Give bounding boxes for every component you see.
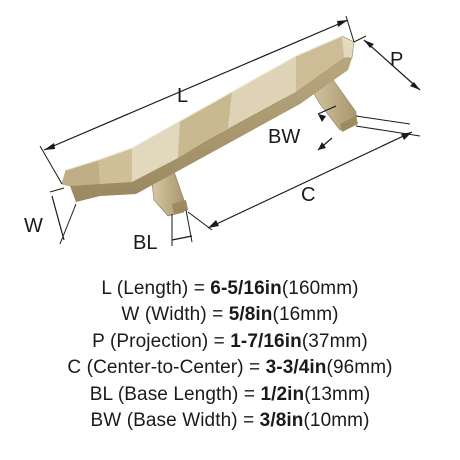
spec-inch: 3-3/4in bbox=[265, 357, 327, 379]
projection-label: P bbox=[390, 49, 403, 71]
spec-mm: (37mm) bbox=[301, 330, 368, 352]
center-arrow-left bbox=[208, 220, 219, 228]
spec-letter: C bbox=[67, 357, 82, 379]
projection-extension-bottom bbox=[355, 115, 411, 125]
spec-name: (Projection) = bbox=[109, 330, 231, 352]
center-extension-right bbox=[355, 125, 421, 137]
base-width-arrow-top bbox=[318, 114, 326, 122]
spec-mm: (16mm) bbox=[272, 304, 339, 326]
base-length-label: BL bbox=[133, 232, 157, 254]
base-width-line-top bbox=[317, 105, 337, 115]
center-extension-left bbox=[187, 211, 213, 231]
base-length-dimension-line bbox=[171, 235, 193, 241]
projection-arrow-top bbox=[364, 40, 374, 48]
length-extension-left bbox=[39, 145, 63, 185]
spec-base-width: BW (Base Width) = 3/8in(10mm) bbox=[0, 408, 460, 434]
center-dimension-line bbox=[207, 131, 413, 229]
spec-mm: (10mm) bbox=[303, 410, 370, 432]
spec-name: (Length) = bbox=[116, 278, 211, 299]
spec-name: (Width) = bbox=[144, 304, 229, 326]
spec-inch: 3/8in bbox=[259, 410, 304, 432]
bar-facet bbox=[296, 36, 344, 92]
spec-letter: P bbox=[92, 330, 105, 352]
length-arrow-left bbox=[44, 143, 55, 150]
spec-inch: 1-7/16in bbox=[230, 330, 302, 352]
center-arrow-right bbox=[401, 132, 412, 140]
base-width-arrow-bottom bbox=[318, 142, 326, 150]
left-post-end bbox=[172, 200, 188, 214]
projection-extension-top bbox=[353, 35, 367, 43]
spec-projection: P (Projection) = 1-7/16in(37mm) bbox=[0, 329, 460, 355]
center-label: C bbox=[301, 184, 315, 206]
length-arrow-right bbox=[337, 20, 348, 27]
spec-name: (Base Length) = bbox=[117, 383, 261, 405]
spec-mm: (96mm) bbox=[326, 357, 393, 379]
spec-name: (Base Width) = bbox=[126, 410, 260, 432]
bar-facet bbox=[228, 56, 296, 128]
width-extension-bottom bbox=[59, 203, 77, 245]
dimension-spec-list: L (Length) = 6-5/16in(160mm) W (Width) =… bbox=[0, 276, 460, 434]
width-extension-top bbox=[49, 187, 65, 193]
spec-center-to-center: C (Center-to-Center) = 3-3/4in(96mm) bbox=[0, 355, 460, 381]
width-label: W bbox=[24, 215, 43, 237]
right-post-end bbox=[340, 116, 358, 132]
bar-ridge bbox=[65, 35, 343, 171]
cabinet-pull-illustration bbox=[61, 35, 358, 217]
spec-letter: L bbox=[101, 278, 112, 299]
spec-inch: 5/8in bbox=[228, 304, 273, 326]
projection-dimension-line bbox=[363, 39, 421, 91]
bar-facet bbox=[62, 160, 100, 186]
bar-facet bbox=[132, 122, 180, 182]
pull-dimension-diagram: L W P BW C BL bbox=[24, 15, 421, 254]
spec-inch: 6-5/16in bbox=[210, 278, 282, 299]
spec-base-length: BL (Base Length) = 1/2in(13mm) bbox=[0, 382, 460, 408]
spec-mm: (160mm) bbox=[281, 278, 359, 299]
spec-letter: W bbox=[121, 304, 140, 326]
bar-facet bbox=[98, 148, 132, 184]
spec-name: (Center-to-Center) = bbox=[86, 357, 266, 379]
length-dimension-line bbox=[43, 19, 349, 151]
dimension-lines bbox=[39, 15, 421, 246]
bar-facet bbox=[178, 92, 232, 158]
spec-length: L (Length) = 6-5/16in(160mm) bbox=[0, 276, 460, 302]
length-label: L bbox=[177, 85, 188, 107]
spec-mm: (13mm) bbox=[304, 383, 371, 405]
width-dimension-line bbox=[51, 195, 65, 241]
spec-letter: BL bbox=[89, 383, 113, 405]
spec-letter: BW bbox=[90, 410, 122, 432]
spec-width: W (Width) = 5/8in(16mm) bbox=[0, 302, 460, 328]
projection-arrow-bottom bbox=[410, 82, 420, 90]
spec-inch: 1/2in bbox=[260, 383, 305, 405]
base-width-label: BW bbox=[268, 126, 300, 148]
